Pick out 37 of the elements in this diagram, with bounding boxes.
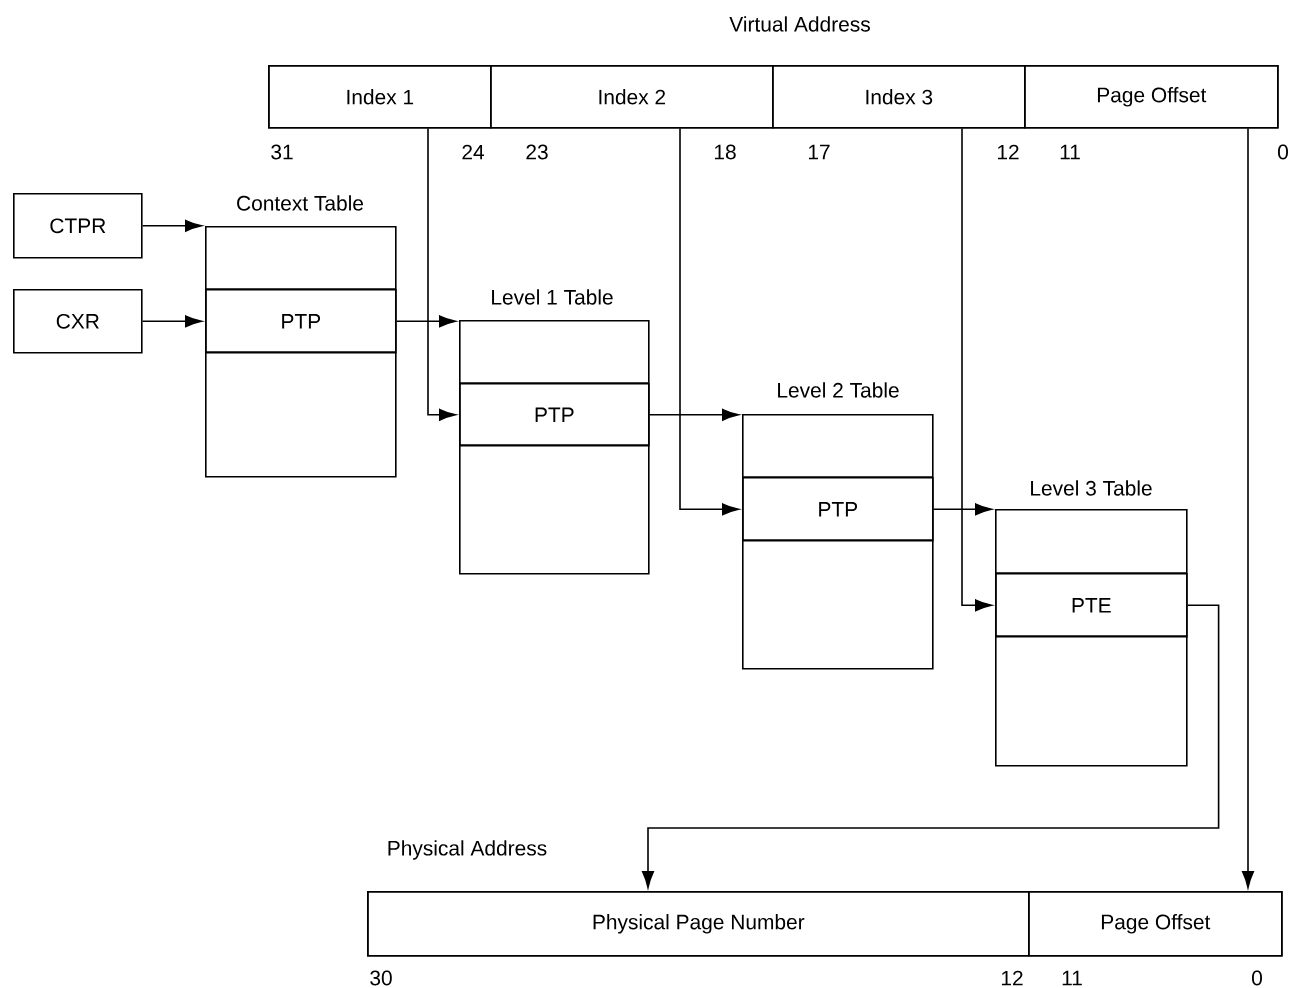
- arrow: [932, 503, 993, 516]
- arrow: [648, 408, 740, 421]
- arrow: [642, 604, 1220, 888]
- table-entry: PTP: [742, 477, 934, 542]
- bit-number: 12: [997, 144, 1019, 160]
- table-entry: PTP: [459, 383, 650, 447]
- register-box: CTPR: [13, 193, 143, 259]
- title: Level 1 Table: [492, 289, 613, 305]
- address-field: Page Offset: [1028, 891, 1283, 957]
- arrow: [141, 315, 203, 328]
- address-field: Index 2: [490, 65, 774, 129]
- bit-number: 11: [1062, 970, 1082, 986]
- title: Level 3 Table: [1031, 480, 1152, 496]
- arrow: [1242, 127, 1254, 888]
- register-box: CXR: [13, 289, 143, 354]
- bit-number: 11: [1060, 144, 1080, 160]
- title: Virtual Address: [729, 16, 870, 32]
- address-field: Physical Page Number: [367, 891, 1030, 957]
- arrow: [141, 219, 203, 232]
- bit-number: 0: [1278, 144, 1288, 160]
- arrow: [961, 127, 993, 612]
- title: Level 2 Table: [778, 382, 899, 398]
- title: Context Table: [237, 195, 364, 211]
- bit-number: 18: [714, 144, 736, 160]
- bit-number: 23: [526, 144, 548, 160]
- address-field: Index 3: [772, 65, 1026, 129]
- bit-number: 24: [462, 144, 484, 160]
- bit-number: 17: [808, 144, 830, 160]
- table-entry: PTP: [205, 289, 397, 354]
- arrow: [679, 127, 740, 516]
- table-entry: PTE: [995, 573, 1188, 638]
- title: Physical Address: [388, 840, 547, 860]
- address-field: Index 1: [268, 65, 492, 129]
- arrow: [427, 127, 457, 421]
- bit-number: 12: [1001, 970, 1023, 986]
- arrow: [395, 315, 457, 328]
- address-field: Page Offset: [1024, 65, 1279, 129]
